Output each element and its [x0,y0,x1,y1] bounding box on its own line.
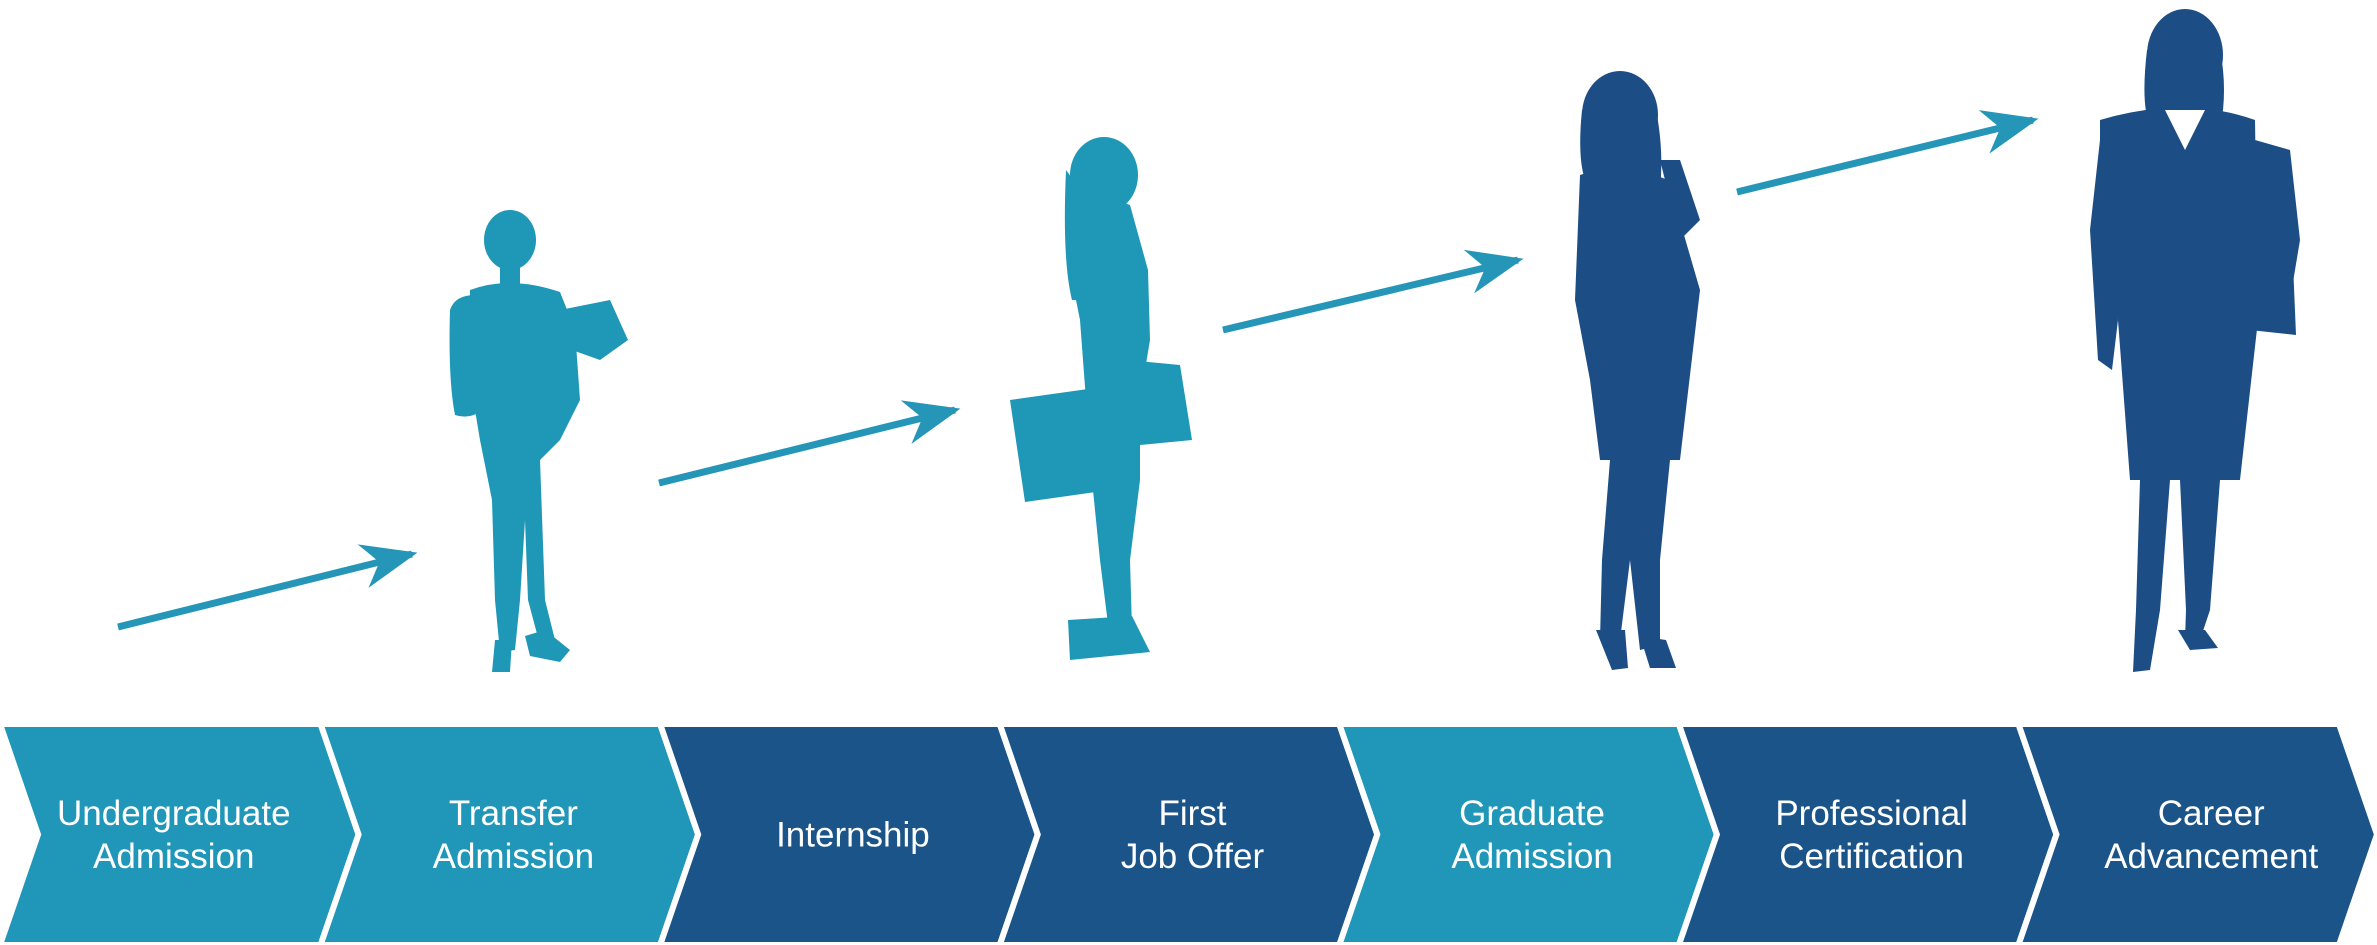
chevron-label-line: Admission [433,837,594,876]
chevron-label-line: Admission [1451,837,1612,876]
progress-arrow-4 [1736,110,2039,196]
chevron-label-line: Admission [93,837,254,876]
chevron-label-line: Transfer [449,794,578,833]
chevron-shape [995,721,1381,945]
chevron-shape [1335,721,1721,945]
student-with-backpack-figure [449,210,628,672]
chevron-label-line: Advancement [2104,837,2318,876]
student-with-messenger-bag-figure [1010,137,1192,660]
chevron-shape [0,721,362,945]
chevron-label-line: Career [2158,794,2265,833]
chevron-shape [1674,721,2060,945]
chevron-label-line: Undergraduate [57,794,291,833]
progress-arrow-2 [658,400,961,487]
chevron-step-3: Internship [655,721,1041,945]
chevron-step-label: Internship [776,816,930,855]
executive-with-folder-figure [2090,9,2300,672]
progress-arrows [117,110,2039,631]
progress-arrow-3 [1222,249,1524,334]
chevron-shape [2014,721,2377,945]
chevron-label-line: Professional [1775,794,1968,833]
chevron-label-line: First [1158,794,1226,833]
chevron-label-line: Graduate [1459,794,1605,833]
chevron-label-line: Certification [1779,837,1964,876]
chevron-shape [316,721,702,945]
chevron-label-line: Job Offer [1121,837,1265,876]
progress-arrow-1 [117,544,418,631]
professional-thinking-figure [1575,71,1700,670]
chevron-label-line: Internship [776,816,930,855]
